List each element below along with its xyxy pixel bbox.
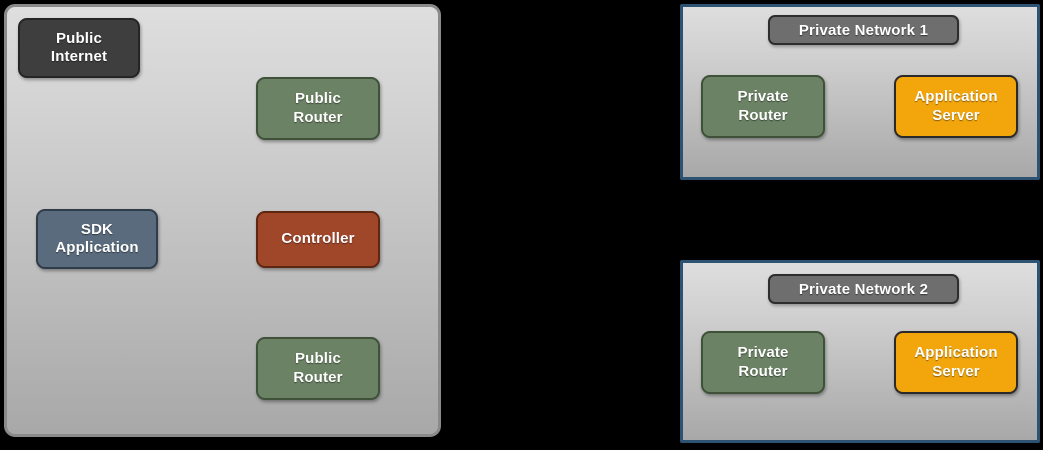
node-label-public-router-bottom: Public Router xyxy=(293,350,343,386)
node-public-internet[interactable]: Public Internet xyxy=(18,18,140,78)
node-label-app-server-2: Application Server xyxy=(914,344,998,380)
node-public-router-bottom[interactable]: Public Router xyxy=(256,337,380,400)
private-network-2-title-label: Private Network 2 xyxy=(798,280,929,298)
node-label-public-internet: Public Internet xyxy=(50,29,108,65)
node-label-private-router-1: Private Router xyxy=(737,88,789,124)
node-label-app-server-1: Application Server xyxy=(914,88,998,124)
node-app-server-2[interactable]: Application Server xyxy=(894,331,1018,394)
node-private-router-1[interactable]: Private Router xyxy=(701,75,825,138)
node-public-router-top[interactable]: Public Router xyxy=(256,77,380,140)
node-label-controller: Controller xyxy=(281,230,355,248)
private-network-1-panel[interactable]: Private Network 1 Private Router Applicat… xyxy=(680,4,1040,180)
node-label-sdk-application: SDK Application xyxy=(55,220,139,256)
node-private-router-2[interactable]: Private Router xyxy=(701,331,825,394)
node-label-public-router-top: Public Router xyxy=(293,90,343,126)
node-app-server-1[interactable]: Application Server xyxy=(894,75,1018,138)
node-label-private-router-2: Private Router xyxy=(737,344,789,380)
private-network-2-panel[interactable]: Private Network 2 Private Router Applicat… xyxy=(680,260,1040,443)
private-network-1-title-label: Private Network 1 xyxy=(798,21,929,39)
private-network-2-title-badge: Private Network 2 xyxy=(768,274,959,304)
private-network-1-title-badge: Private Network 1 xyxy=(768,15,959,45)
node-controller[interactable]: Controller xyxy=(256,211,380,268)
node-sdk-application[interactable]: SDK Application xyxy=(36,209,158,269)
